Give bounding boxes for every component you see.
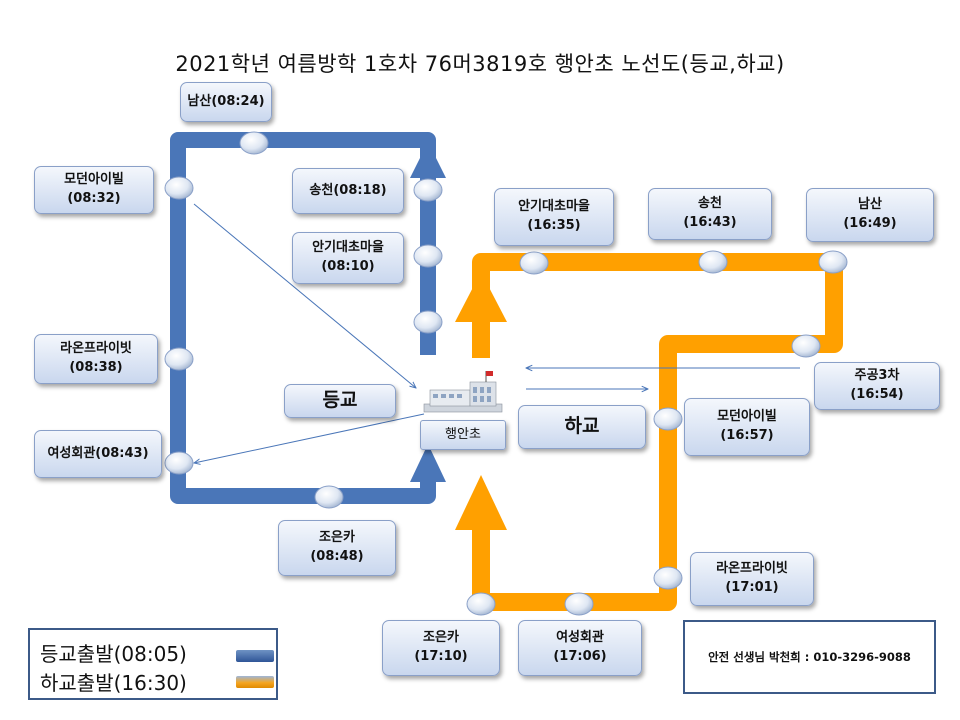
stop-marker-8 xyxy=(413,310,443,334)
afternoon-stop-3: 남산 (16:49) xyxy=(806,188,934,242)
page-title: 2021학년 여름방학 1호차 76머3819호 행안초 노선도(등교,하교) xyxy=(175,52,785,76)
afternoon-stop-8: 조은카 (17:10) xyxy=(382,620,500,676)
morning-stop-2: 송천(08:18) xyxy=(292,168,404,214)
afternoon-arrowhead-up-top xyxy=(455,272,507,322)
safety-teacher-contact: 안전 선생님 박천희 : 010-3296-9088 xyxy=(683,620,936,694)
legend: 등교출발(08:05) 하교출발(16:30) xyxy=(28,628,278,700)
connector-modern-to-school xyxy=(193,203,416,388)
morning-stop-5: 라온프라이빗 (08:38) xyxy=(34,334,158,384)
school-building-icon xyxy=(423,371,503,413)
stop-marker-15 xyxy=(564,592,594,616)
stop-marker-3 xyxy=(164,347,194,371)
afternoon-stop-7: 여성회관 (17:06) xyxy=(518,620,642,676)
stop-marker-2 xyxy=(164,176,194,200)
stop-marker-11 xyxy=(818,250,848,274)
stop-markers xyxy=(164,131,848,616)
afternoon-direction-label: 하교 xyxy=(518,405,646,449)
stop-marker-5 xyxy=(314,485,344,509)
legend-afternoon-arrow-icon xyxy=(236,676,274,688)
morning-stop-3: 남산(08:24) xyxy=(180,82,272,122)
stop-marker-9 xyxy=(519,251,549,275)
stop-marker-1 xyxy=(239,131,269,155)
morning-stop-6: 여성회관(08:43) xyxy=(34,430,162,478)
afternoon-arrowhead-up-bottom xyxy=(455,475,507,530)
stop-marker-14 xyxy=(653,566,683,590)
afternoon-stop-4: 주공3차 (16:54) xyxy=(814,362,940,410)
school-label: 행안초 xyxy=(420,420,506,450)
morning-direction-label: 등교 xyxy=(284,384,396,418)
morning-stop-4: 모던아이빌 (08:32) xyxy=(34,166,154,214)
stop-marker-16 xyxy=(466,592,496,616)
stop-marker-12 xyxy=(791,334,821,358)
afternoon-stop-2: 송천 (16:43) xyxy=(648,188,772,240)
morning-arrowhead-bottom xyxy=(410,444,446,482)
legend-afternoon-departure: 하교출발(16:30) xyxy=(40,671,187,695)
stop-marker-7 xyxy=(413,244,443,268)
connector-school-to-yeoseong xyxy=(194,413,425,463)
afternoon-stop-6: 라온프라이빗 (17:01) xyxy=(690,552,814,606)
afternoon-stop-1: 안기대초마을 (16:35) xyxy=(494,188,614,246)
morning-stop-1: 안기대초마을 (08:10) xyxy=(292,232,404,284)
legend-morning-arrow-icon xyxy=(236,650,274,662)
morning-arrowhead-top xyxy=(410,142,446,178)
afternoon-stop-5: 모던아이빌 (16:57) xyxy=(684,398,810,456)
stop-marker-10 xyxy=(698,250,728,274)
stop-marker-6 xyxy=(413,178,443,202)
stop-marker-4 xyxy=(164,451,194,475)
morning-stop-7: 조은카 (08:48) xyxy=(278,520,396,576)
legend-morning-departure: 등교출발(08:05) xyxy=(40,642,187,666)
stop-marker-13 xyxy=(653,407,683,431)
